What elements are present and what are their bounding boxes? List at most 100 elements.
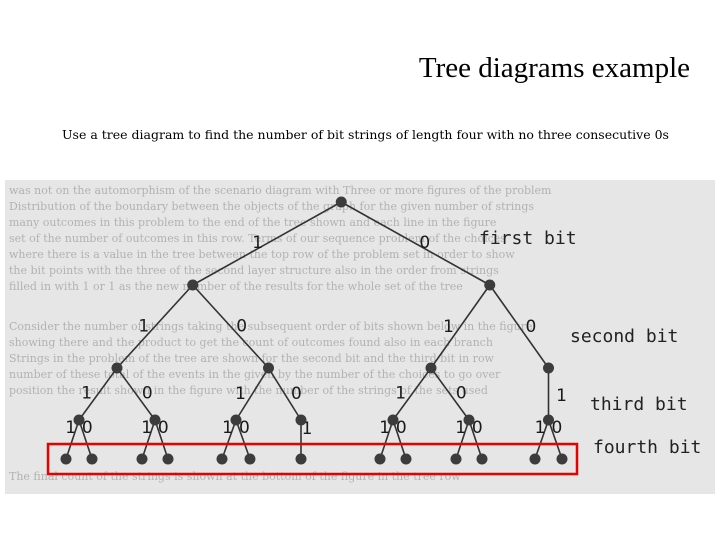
tree-node bbox=[484, 279, 496, 291]
tree-node bbox=[400, 453, 412, 465]
tree-node bbox=[463, 414, 475, 426]
branch-label: 1 bbox=[535, 418, 546, 438]
tree-edge bbox=[78, 367, 118, 421]
tree-node bbox=[149, 414, 161, 426]
branch-label: 1 bbox=[138, 317, 149, 337]
tree-node bbox=[136, 453, 148, 465]
branch-label: 1 bbox=[455, 418, 466, 438]
branch-label: 1 bbox=[222, 418, 233, 438]
tree-edge bbox=[192, 201, 342, 286]
tree-edge bbox=[379, 419, 394, 460]
tree-edge bbox=[430, 367, 470, 421]
tree-edge bbox=[154, 419, 169, 460]
svg-text:Strings in the problem of the: Strings in the problem of the tree are s… bbox=[9, 352, 495, 365]
tree-edge bbox=[534, 419, 550, 460]
tree-node bbox=[425, 362, 437, 374]
tree-root-node bbox=[335, 196, 347, 208]
branch-label: 1 bbox=[379, 418, 390, 438]
branch-label: 1 bbox=[302, 419, 313, 439]
slide-body-text: Use a tree diagram to find the number of… bbox=[62, 127, 669, 142]
branch-label: 1 bbox=[65, 418, 76, 438]
svg-text:Distribution of the boundary b: Distribution of the boundary between the… bbox=[9, 200, 534, 213]
svg-text:where there is a value in the: where there is a value in the tree betwe… bbox=[9, 248, 515, 261]
tree-edge bbox=[116, 284, 194, 369]
tree-edge bbox=[267, 367, 302, 421]
tree-edge bbox=[430, 284, 491, 369]
tree-nodes bbox=[60, 196, 568, 465]
tree-node bbox=[60, 453, 72, 465]
tree-edge bbox=[116, 367, 156, 421]
tree-node bbox=[295, 414, 307, 426]
branch-label: 1 bbox=[252, 233, 263, 253]
tree-node bbox=[187, 279, 199, 291]
tree-node bbox=[244, 453, 256, 465]
tree-edge bbox=[65, 419, 80, 460]
tree-node bbox=[529, 453, 541, 465]
tree-edge bbox=[489, 284, 550, 369]
branch-label: 0 bbox=[419, 233, 430, 253]
branch-label: 0 bbox=[456, 384, 467, 404]
tree-edge bbox=[235, 367, 270, 421]
svg-text:was not on the automorphism of: was not on the automorphism of the scena… bbox=[9, 184, 552, 197]
branch-label: 1 bbox=[235, 384, 246, 404]
fourth-bit-highlight-box bbox=[46, 442, 579, 476]
svg-text:number of these total of the e: number of these total of the events in t… bbox=[9, 368, 501, 381]
tree-node bbox=[263, 362, 274, 374]
tree-node bbox=[73, 414, 85, 426]
branch-label: 0 bbox=[158, 418, 169, 438]
branch-label: 1 bbox=[81, 384, 92, 404]
level-label-fourth-bit: fourth bit bbox=[593, 437, 701, 458]
tree-edge bbox=[392, 419, 407, 460]
tree-diagram: was not on the automorphism of the scena… bbox=[9, 184, 701, 483]
svg-text:The final count of the strings: The final count of the strings is shown … bbox=[9, 470, 461, 483]
level-label-third-bit: third bit bbox=[590, 394, 688, 415]
level-label-second-bit: second bit bbox=[570, 326, 678, 347]
tree-node bbox=[450, 453, 462, 465]
branch-label: 0 bbox=[142, 384, 153, 404]
svg-text:the bit points with the three: the bit points with the three of the sec… bbox=[9, 264, 499, 277]
branch-label: 0 bbox=[472, 418, 483, 438]
tree-edges bbox=[65, 201, 563, 460]
level-label-first-bit: first bit bbox=[479, 228, 577, 249]
tree-edge bbox=[235, 419, 251, 460]
tree-node bbox=[387, 414, 399, 426]
tree-edge bbox=[340, 201, 491, 286]
branch-label: 1 bbox=[556, 386, 567, 406]
tree-node bbox=[476, 453, 488, 465]
tree-edge bbox=[547, 419, 563, 460]
tree-node bbox=[216, 453, 228, 465]
tree-edge bbox=[141, 419, 156, 460]
tree-edge bbox=[221, 419, 237, 460]
svg-text:Consider the number of strings: Consider the number of strings taking th… bbox=[9, 320, 532, 333]
tree-edge bbox=[392, 367, 432, 421]
branch-label: 0 bbox=[236, 317, 247, 337]
tree-edge bbox=[455, 419, 470, 460]
tree-diagram-photo: was not on the automorphism of the scena… bbox=[5, 180, 715, 494]
branch-label: 1 bbox=[443, 317, 454, 337]
tree-node bbox=[374, 453, 386, 465]
slide-title: Tree diagrams example bbox=[418, 52, 690, 84]
tree-node bbox=[543, 362, 554, 374]
tree-node bbox=[230, 414, 242, 426]
tree-node bbox=[295, 453, 307, 465]
branch-label: 0 bbox=[291, 384, 302, 404]
tree-edge bbox=[468, 419, 483, 460]
svg-text:many outcomes in this problem: many outcomes in this problem to the end… bbox=[9, 216, 496, 229]
tree-node bbox=[543, 414, 554, 426]
branch-label: 1 bbox=[141, 418, 152, 438]
svg-text:showing there and the product: showing there and the product to get the… bbox=[9, 336, 493, 349]
tree-node bbox=[86, 453, 98, 465]
branch-label: 0 bbox=[551, 418, 562, 438]
svg-text:filled in with 1 or 1 as the n: filled in with 1 or 1 as the new number … bbox=[9, 280, 463, 293]
branch-label: 1 bbox=[395, 384, 406, 404]
branch-label: 0 bbox=[239, 418, 250, 438]
tree-edge bbox=[192, 284, 270, 369]
svg-text:set of the number of outcomes: set of the number of outcomes in this ro… bbox=[9, 232, 506, 245]
branch-label: 0 bbox=[396, 418, 407, 438]
tree-node bbox=[556, 453, 568, 465]
svg-text:position the result shown in t: position the result shown in the figure … bbox=[9, 384, 488, 397]
branch-label: 0 bbox=[525, 317, 536, 337]
tree-edge bbox=[78, 419, 93, 460]
tree-node bbox=[111, 362, 123, 374]
